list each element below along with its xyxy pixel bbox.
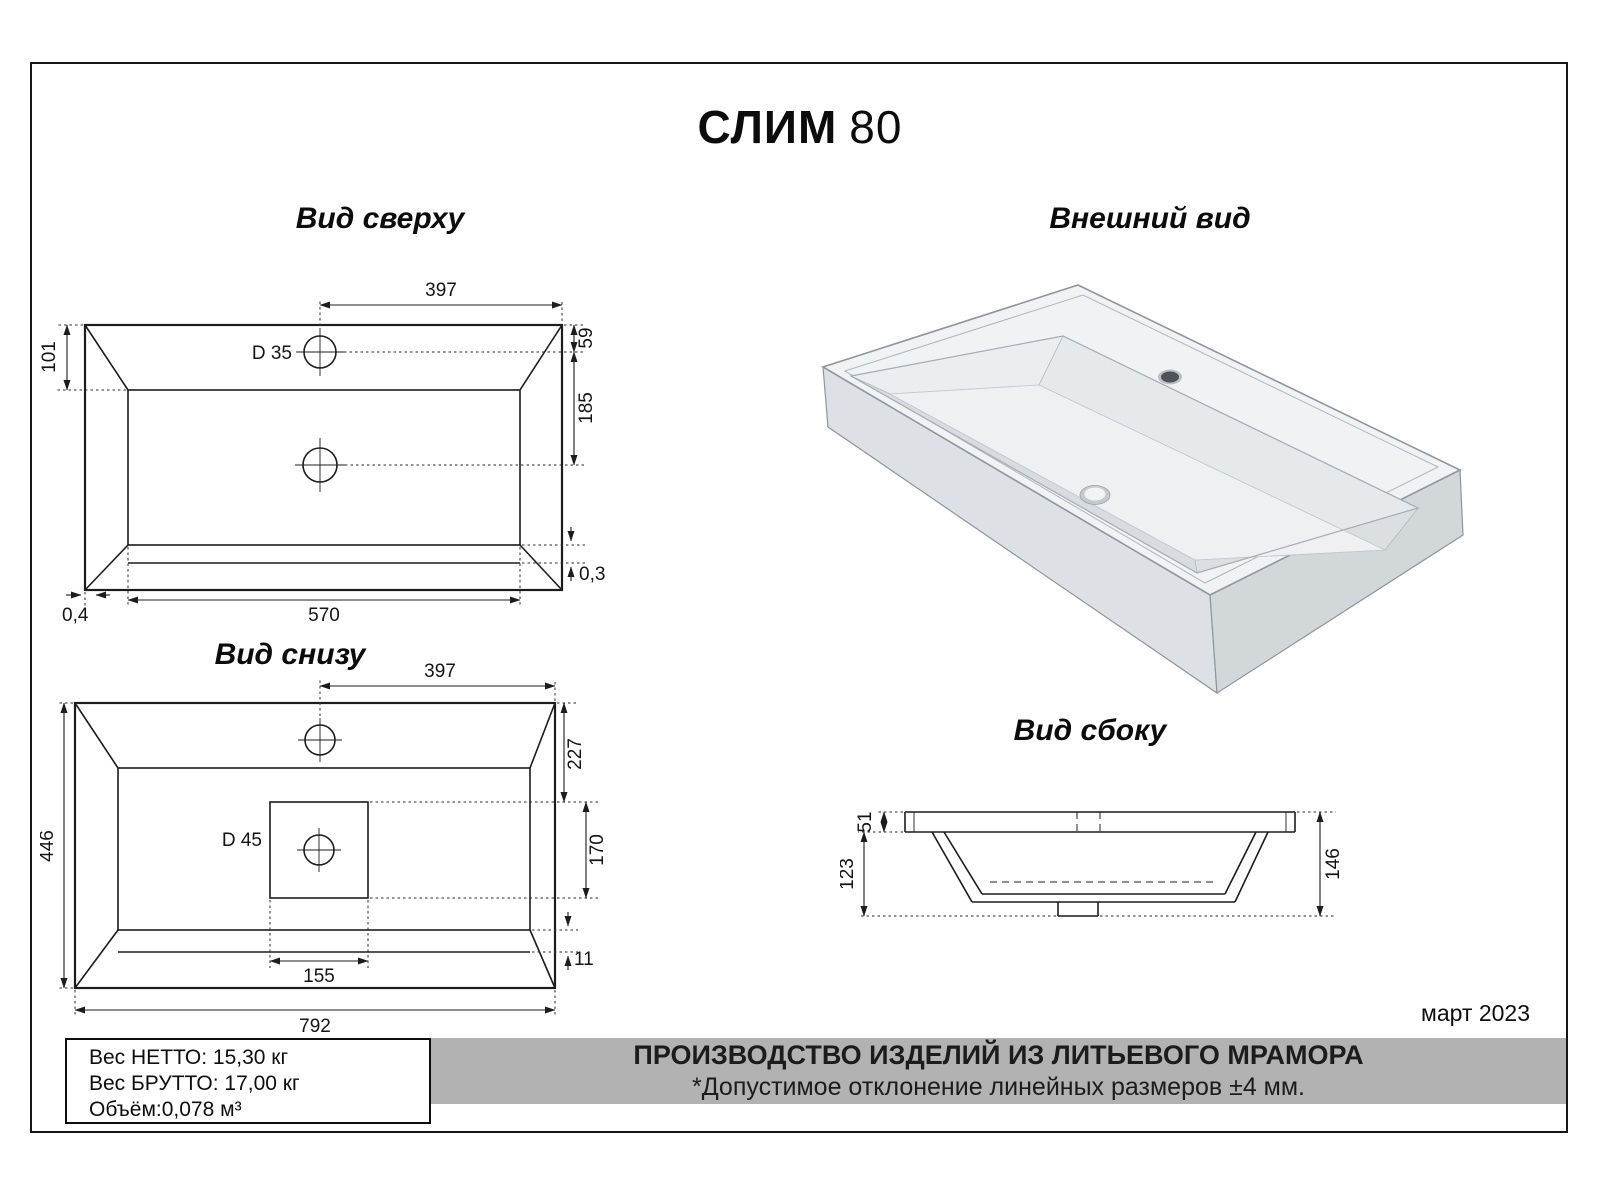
net-weight: Вес НЕТТО: 15,30 кг: [89, 1046, 289, 1069]
bottom-dim-397: 397: [424, 661, 456, 682]
drain-recess: [269, 801, 369, 899]
bottom-dim-11: 11: [574, 949, 594, 970]
side-dim-146: 146: [1323, 848, 1344, 880]
weight-spec-box: Вес НЕТТО: 15,30 кг Вес БРУТТО: 17,00 кг…: [65, 1038, 431, 1124]
model-size: 80: [849, 101, 903, 153]
model-name: СЛИМ: [697, 101, 838, 153]
top-hole-label: D 35: [252, 343, 292, 364]
external-view-drawing: [821, 284, 1464, 695]
side-dim-51: 51: [855, 811, 876, 832]
bottom-basin-edge: [117, 767, 531, 931]
basin-profile: [931, 831, 973, 903]
top-dim-59: 59: [576, 327, 597, 348]
bottom-dim-155: 155: [303, 966, 335, 987]
bottom-view-drawing: D 45 397 227 170 446 155 11 792: [40, 661, 608, 1037]
top-dim-397: 397: [425, 280, 457, 301]
top-view-drawing: D 35 397 59 185 101 0,3 570 0,4: [40, 280, 605, 626]
bottom-dim-792: 792: [299, 1016, 331, 1037]
bottom-dim-227: 227: [565, 738, 586, 770]
date-label: март 2023: [1421, 1000, 1530, 1026]
bottom-hole-label: D 45: [222, 830, 262, 851]
banner-line-2: *Допустимое отклонение линейных размеров…: [691, 1073, 1306, 1101]
top-view-label: Вид сверху: [295, 202, 465, 235]
rim-inner-edge: [843, 294, 1440, 584]
bottom-view-label: Вид снизу: [214, 638, 366, 671]
side-dim-123: 123: [840, 858, 858, 890]
bottom-outer-edge: [73, 701, 557, 990]
top-dim-185: 185: [576, 392, 597, 424]
top-dim-03: 0,3: [579, 564, 605, 585]
side-view-label: Вид сбоку: [1013, 714, 1167, 747]
basin-top-edge: [849, 335, 1420, 574]
banner-line-1: ПРОИЗВОДСТВО ИЗДЕЛИЙ ИЗ ЛИТЬЕВОГО МРАМОР…: [633, 1040, 1364, 1070]
bottom-dim-446: 446: [40, 830, 58, 862]
top-dim-570: 570: [308, 605, 340, 626]
production-banner: ПРОИЗВОДСТВО ИЗДЕЛИЙ ИЗ ЛИТЬЕВОГО МРАМОР…: [431, 1038, 1566, 1104]
bottom-dim-170: 170: [587, 834, 608, 866]
top-basin-edge: [127, 389, 521, 546]
volume: Объём:0,078 м³: [89, 1098, 242, 1121]
gross-weight: Вес БРУТТО: 17,00 кг: [89, 1072, 300, 1095]
top-dim-101: 101: [40, 341, 60, 373]
external-view-label: Внешний вид: [1049, 202, 1251, 235]
side-view-drawing: 51 123 146: [840, 811, 1344, 917]
top-dim-04: 0,4: [62, 605, 89, 626]
top-outer-edge: [83, 323, 564, 592]
